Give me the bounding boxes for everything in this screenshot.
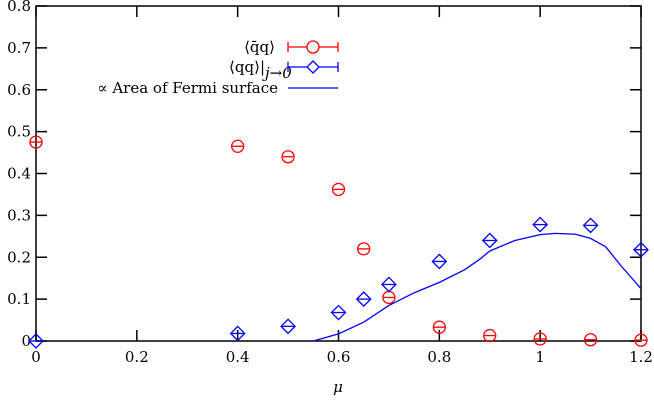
data-point: [634, 333, 648, 347]
x-axis-label: μ: [333, 378, 343, 396]
diamond-marker: [582, 217, 599, 234]
data-point: [330, 304, 347, 321]
diamond-marker: [280, 318, 297, 335]
x-tick-label: 0.6: [327, 348, 351, 366]
diamond-marker: [532, 216, 549, 233]
diamond-marker: [355, 291, 372, 308]
x-tick-label: 0.8: [427, 348, 451, 366]
data-point: [357, 242, 371, 256]
x-tick-label: 0: [31, 348, 41, 366]
y-tick-label: 0.3: [7, 206, 31, 224]
x-tick-label: 0.4: [226, 348, 250, 366]
data-point: [29, 135, 43, 149]
legend: ⟨q̄q⟩ ⟨qq⟩| j→0 ∝ Area of Fermi surface: [97, 38, 339, 97]
data-point: [229, 325, 246, 342]
data-point: [281, 150, 295, 164]
data-point: [481, 232, 498, 249]
y-tick-label: 0.6: [7, 81, 31, 99]
data-point: [355, 291, 372, 308]
legend-diamond-marker: [306, 60, 320, 74]
diamond-marker: [229, 325, 246, 342]
legend-circle-marker: [306, 40, 320, 54]
data-point: [633, 241, 649, 258]
data-point: [380, 276, 397, 293]
diamond-marker: [431, 253, 448, 270]
data-point: [583, 333, 598, 347]
plot-frame: [35, 5, 642, 342]
data-point: [432, 320, 446, 334]
y-tick-label: 0.7: [7, 39, 31, 57]
data-point: [431, 253, 448, 270]
data-point: [331, 182, 346, 197]
data-point: [483, 328, 497, 343]
series-0: [29, 135, 648, 347]
data-point: [28, 333, 44, 349]
x-tick-label: 1: [535, 348, 545, 366]
legend-label-fermi-area: ∝ Area of Fermi surface: [97, 79, 278, 97]
diamond-marker: [330, 304, 347, 321]
x-tick-label: 1.2: [629, 348, 653, 366]
legend-label-qbarq: ⟨q̄q⟩: [244, 38, 275, 56]
data-point: [532, 216, 549, 233]
series-2: [313, 232, 642, 342]
tick-labels: 0 0.2 0.4 0.6 0.8 1 1.2 0 0.1 0.2 0.3 0.4 0.5 0.6 0.7 0…: [7, 0, 653, 366]
plot-area: [28, 135, 649, 349]
diamond-marker: [481, 232, 498, 249]
y-tick-label: 0.4: [7, 165, 31, 183]
data-point: [533, 332, 547, 346]
diamond-marker: [633, 241, 649, 258]
y-tick-label: 0.2: [7, 248, 31, 266]
y-tick-label: 0.1: [7, 290, 31, 308]
data-point: [582, 217, 599, 234]
legend-label-qq-subscript: j→0: [262, 64, 292, 82]
diamond-marker: [28, 333, 44, 349]
data-point: [382, 290, 396, 305]
series-1: [28, 216, 649, 349]
y-tick-label: 0.8: [7, 0, 31, 15]
legend-label-qq: ⟨qq⟩|: [229, 58, 265, 76]
y-tick-label: 0: [21, 332, 31, 350]
data-point: [231, 139, 245, 153]
axes: [35, 5, 642, 342]
x-tick-label: 0.2: [125, 348, 149, 366]
diamond-marker: [380, 276, 397, 293]
data-point: [280, 318, 297, 335]
fermi-area-line: [313, 232, 642, 342]
y-tick-label: 0.5: [7, 123, 31, 141]
